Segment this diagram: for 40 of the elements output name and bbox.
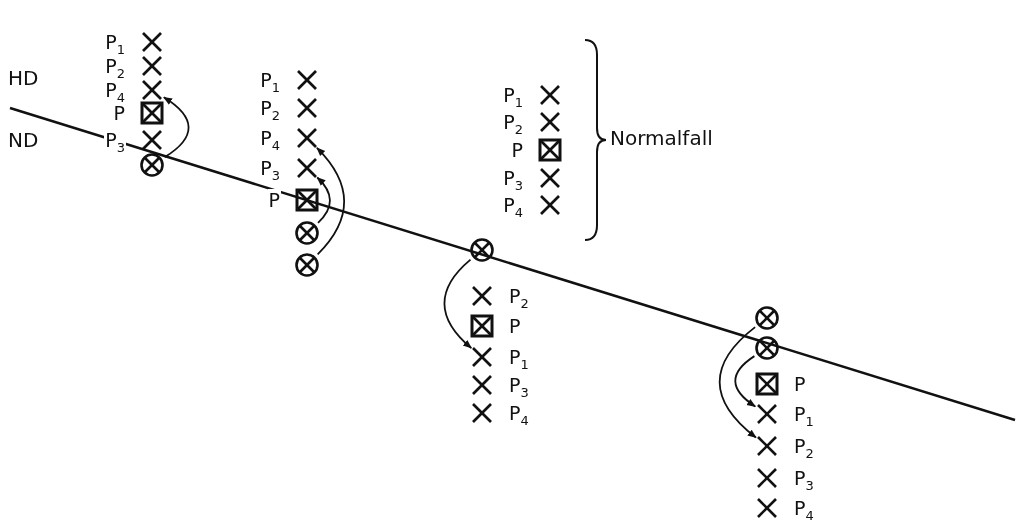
cross-marker: [538, 110, 562, 134]
bracket-label: Normalfall: [610, 126, 713, 150]
boxed-cross-marker: [295, 188, 319, 212]
curved-arrow: [443, 258, 473, 349]
cross-marker: [755, 402, 779, 426]
circled-cross-marker: [140, 153, 164, 177]
curved-arrow: [163, 96, 190, 159]
cross-marker: [538, 193, 562, 217]
boxed-cross-marker: [538, 138, 562, 162]
cross-marker: [755, 466, 779, 490]
curved-arrow: [316, 146, 346, 256]
region-label: HD: [8, 66, 39, 90]
curved-arrow: [718, 326, 757, 439]
circled-cross-marker: [755, 306, 779, 330]
boxed-cross-marker: [140, 101, 164, 125]
cross-marker: [470, 284, 494, 308]
boxed-cross-marker: [755, 372, 779, 396]
cross-marker: [140, 78, 164, 102]
circled-cross-marker: [470, 238, 494, 262]
circled-cross-marker: [295, 221, 319, 245]
cross-marker: [140, 128, 164, 152]
cross-marker: [470, 401, 494, 425]
cross-marker: [140, 30, 164, 54]
cross-marker: [538, 166, 562, 190]
curved-arrow: [316, 176, 331, 224]
cross-marker: [295, 68, 319, 92]
cross-marker: [755, 434, 779, 458]
cross-marker: [140, 54, 164, 78]
circled-cross-marker: [295, 253, 319, 277]
cross-marker: [295, 96, 319, 120]
circled-cross-marker: [755, 336, 779, 360]
boxed-cross-marker: [470, 314, 494, 338]
cross-marker: [470, 345, 494, 369]
curved-arrow: [734, 355, 757, 408]
cross-marker: [470, 373, 494, 397]
region-label: ND: [8, 128, 39, 152]
cross-marker: [295, 156, 319, 180]
cross-marker: [538, 83, 562, 107]
cross-marker: [755, 496, 779, 520]
cross-marker: [295, 126, 319, 150]
